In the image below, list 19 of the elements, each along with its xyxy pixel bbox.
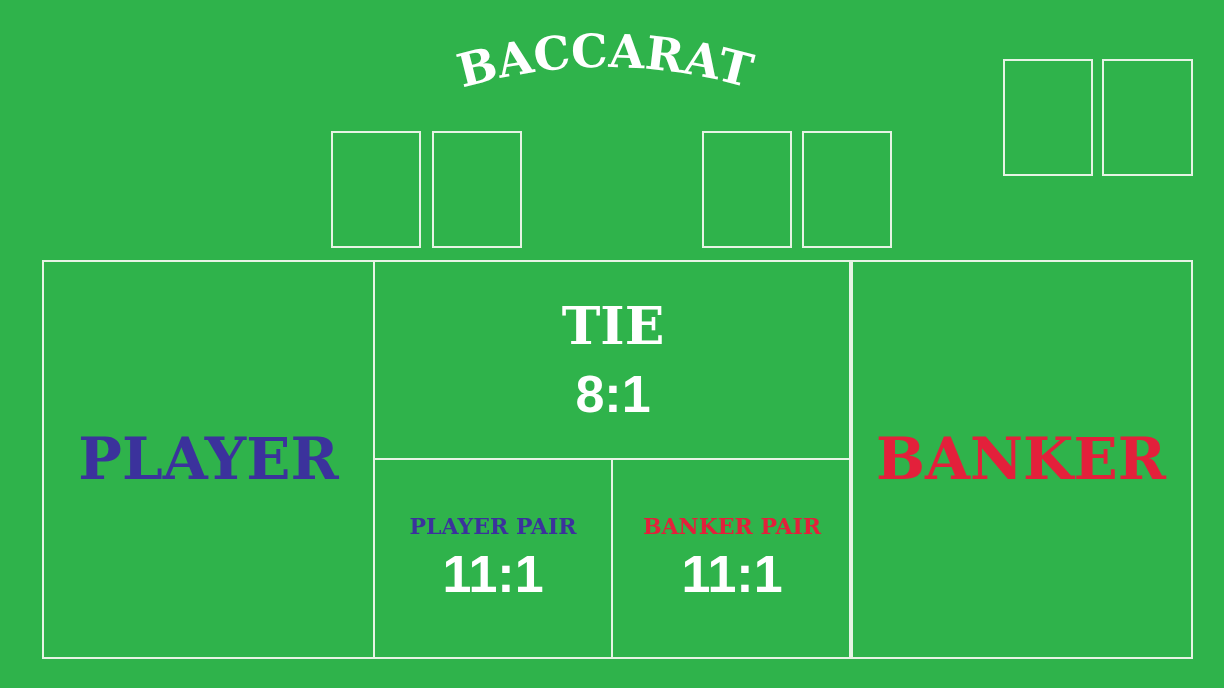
bet-label: TIE xyxy=(561,296,665,354)
betting-area xyxy=(849,260,1193,659)
payout-odds: 11:1 xyxy=(442,546,544,604)
bet-label: PLAYER xyxy=(78,427,339,492)
payout-odds: 11:1 xyxy=(681,546,783,604)
card-box xyxy=(1102,59,1193,176)
card-box xyxy=(1003,59,1093,176)
betting-area xyxy=(373,260,853,460)
card-box xyxy=(802,131,892,248)
bet-label: BANKER xyxy=(876,427,1166,492)
betting-area xyxy=(42,260,375,659)
card-box xyxy=(432,131,522,248)
bet-label: BANKER PAIR xyxy=(642,513,822,538)
payout-odds: 8:1 xyxy=(575,366,651,424)
bet-label: PLAYER PAIR xyxy=(409,513,577,538)
betting-area xyxy=(611,458,853,659)
card-box xyxy=(331,131,421,248)
card-box xyxy=(702,131,792,248)
title: BACCARAT xyxy=(451,23,759,99)
